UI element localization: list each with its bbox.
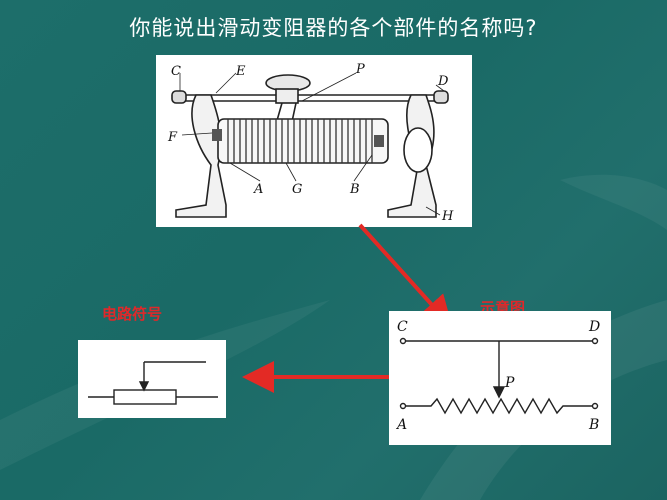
terminal-d: D xyxy=(588,319,600,335)
label-a: A xyxy=(253,182,263,197)
terminal-c: C xyxy=(397,319,408,335)
label-d: D xyxy=(437,74,449,89)
label-g: G xyxy=(292,182,302,197)
terminal-p: P xyxy=(504,375,515,391)
label-b: B xyxy=(349,182,360,197)
label-e: E xyxy=(235,64,246,79)
schematic-diagram-panel: C D P A B xyxy=(389,311,611,445)
arrow-to-diagram xyxy=(358,223,453,328)
circuit-symbol xyxy=(88,361,218,405)
schematic-diagram: C D P A B xyxy=(395,319,600,433)
rheostat-illustration: C E P D F A G B H xyxy=(167,62,454,224)
symbol-label: 电路符号 xyxy=(102,305,163,323)
label-h: H xyxy=(441,209,454,224)
circuit-symbol-panel xyxy=(78,340,226,418)
terminal-b: B xyxy=(588,417,599,433)
label-c: C xyxy=(171,64,181,79)
terminal-a: A xyxy=(395,417,407,433)
label-f: F xyxy=(167,130,178,145)
rheostat-illustration-panel: C E P D F A G B H xyxy=(156,55,472,227)
label-p: P xyxy=(355,62,365,77)
page-title: 你能说出滑动变阻器的各个部件的名称吗? xyxy=(129,16,538,40)
